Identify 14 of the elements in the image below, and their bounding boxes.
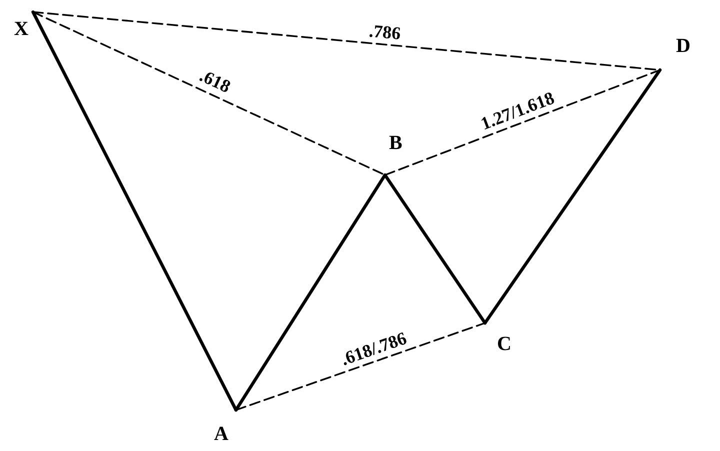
point-label: A xyxy=(214,424,228,444)
dashed-line xyxy=(235,322,486,411)
edge-label: .786 xyxy=(368,22,402,44)
thick-line xyxy=(483,68,662,325)
point-label: C xyxy=(497,334,512,354)
point-label: X xyxy=(14,19,28,39)
point-label: B xyxy=(389,133,402,153)
thick-line xyxy=(234,173,387,412)
edge-label: .618 xyxy=(196,66,233,96)
thick-line xyxy=(383,173,487,325)
dashed-line xyxy=(32,11,386,176)
point-label: D xyxy=(676,36,690,56)
dashed-line xyxy=(384,69,661,176)
thick-line xyxy=(31,10,238,412)
